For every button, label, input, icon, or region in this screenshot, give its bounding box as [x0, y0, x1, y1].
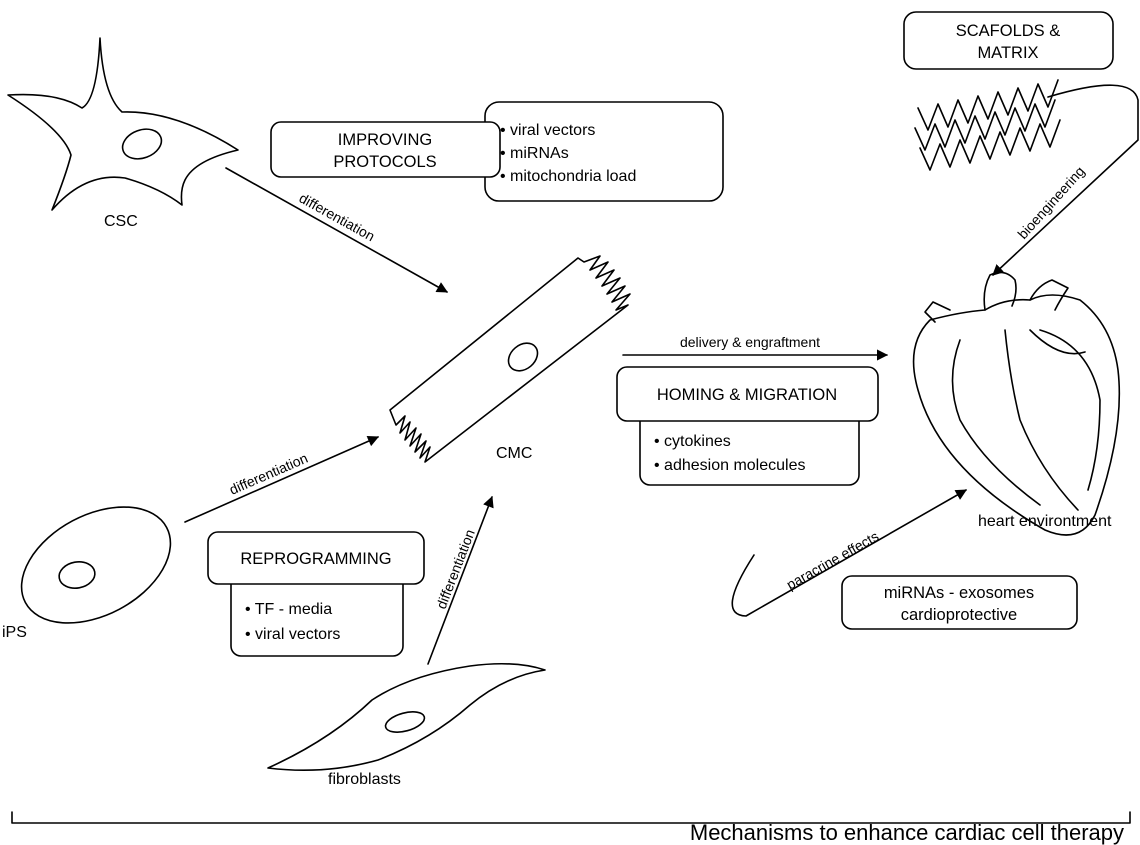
heart-aorta	[983, 271, 1017, 311]
arrow-bioengineering	[992, 84, 1139, 276]
improving-title-box	[270, 121, 501, 178]
scaffolds-matrix-box	[903, 11, 1114, 70]
heart-illustration: heart environtment	[912, 271, 1121, 536]
homing-title-box	[616, 366, 879, 422]
csc-label: CSC	[104, 213, 138, 230]
ips-nucleus	[58, 561, 96, 589]
heart-vessel-left	[924, 301, 951, 323]
scaffolds-title-line-1: SCAFOLDS &	[956, 22, 1061, 40]
improving-bullet-2: • miRNAs	[500, 145, 569, 162]
arrow-csc-to-cmc	[225, 167, 448, 293]
heart-inner-left	[951, 339, 1041, 506]
mirnas-exosomes-box	[841, 575, 1078, 630]
improving-title-line-2: PROTOCOLS	[333, 153, 436, 171]
arrow-paracrine	[731, 489, 967, 617]
ips-cell-outline	[20, 506, 172, 624]
label-csc-differentiation: differentiation	[297, 190, 378, 245]
label-delivery: delivery & engraftment	[680, 334, 820, 350]
reprogramming-bullet-2: • viral vectors	[245, 626, 340, 643]
csc-cell-outline	[7, 37, 239, 211]
scaffolds-title-line-2: MATRIX	[977, 44, 1038, 62]
arrow-ips-to-cmc	[184, 435, 380, 523]
improving-protocols-group: IMPROVING PROTOCOLS • viral vectors • mi…	[270, 101, 724, 202]
cmc-label: CMC	[496, 445, 532, 462]
heart-inner-right	[1039, 329, 1101, 491]
arrow-fibro-to-cmc	[427, 495, 494, 665]
improving-title-line-1: IMPROVING	[338, 131, 432, 149]
heart-outline	[912, 294, 1121, 536]
ips-cell: iPS	[2, 506, 172, 641]
label-fibro-differentiation: differentiation	[433, 527, 478, 611]
homing-title: HOMING & MIGRATION	[657, 386, 837, 404]
reprogramming-title: REPROGRAMMING	[240, 550, 391, 568]
homing-bullet-1: • cytokines	[654, 433, 731, 450]
improving-bullet-1: • viral vectors	[500, 122, 595, 139]
heart-septum	[1004, 329, 1079, 511]
scaffolds-matrix-box-group: SCAFOLDS & MATRIX	[903, 11, 1114, 70]
csc-nucleus	[121, 128, 163, 160]
mirnas-exosomes-box-group: miRNAs - exosomes cardioprotective	[841, 575, 1078, 630]
cmc-cell: CMC	[389, 255, 631, 463]
scaffold-matrix-illustration	[914, 79, 1061, 171]
csc-cell: CSC	[7, 37, 239, 230]
homing-bullet-2: • adhesion molecules	[654, 457, 805, 474]
fibroblast-cell: fibroblasts	[267, 662, 546, 788]
ips-label: iPS	[2, 624, 27, 641]
mirnas-line-1: miRNAs - exosomes	[884, 584, 1034, 602]
scaffold-zigzag-2	[914, 99, 1056, 151]
cmc-nucleus	[507, 342, 539, 372]
homing-migration-group: HOMING & MIGRATION • cytokines • adhesio…	[616, 366, 879, 486]
mirnas-line-2: cardioprotective	[901, 606, 1017, 624]
reprogramming-title-box	[207, 531, 425, 585]
heart-chamber-line	[1029, 329, 1086, 355]
scaffold-zigzag-1	[917, 79, 1059, 131]
label-ips-differentiation: differentiation	[227, 450, 310, 498]
heart-vessel-right	[1029, 279, 1069, 311]
fibroblast-cell-outline	[267, 662, 546, 771]
cmc-cell-outline	[389, 255, 631, 463]
improving-bullet-3: • mitochondria load	[500, 168, 636, 185]
scaffold-zigzag-3	[919, 119, 1061, 171]
fibroblasts-label: fibroblasts	[328, 771, 401, 788]
diagram-caption: Mechanisms to enhance cardiac cell thera…	[690, 820, 1124, 845]
reprogramming-bullet-1: • TF - media	[245, 601, 332, 618]
fibroblast-nucleus	[384, 711, 426, 733]
label-bioengineering: bioengineering	[1014, 163, 1087, 242]
reprogramming-group: REPROGRAMMING • TF - media • viral vecto…	[207, 531, 425, 657]
heart-label: heart environtment	[978, 513, 1112, 530]
bottom-brace	[11, 811, 1131, 824]
